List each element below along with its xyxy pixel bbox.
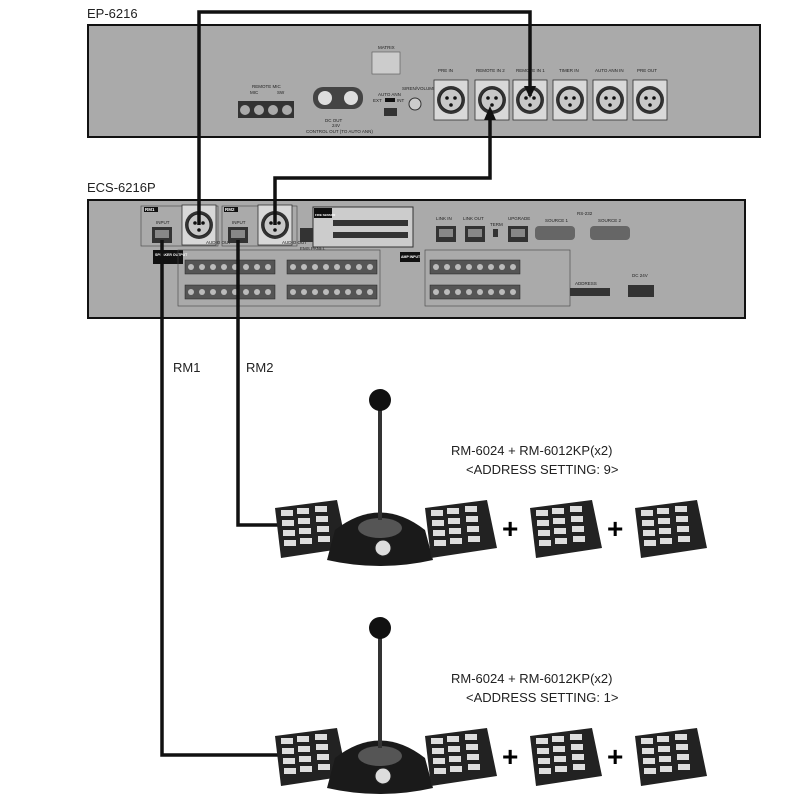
- ep-port-0: PRE IN: [433, 68, 469, 121]
- plus-sign: +: [607, 741, 623, 772]
- label: MIC: [250, 90, 259, 95]
- dc-out-rca-jacks[interactable]: [313, 87, 363, 109]
- station-address-9: RM-6024 + RM-6012KP(x2) <ADDRESS SETTING…: [275, 389, 707, 566]
- plus-sign: +: [502, 513, 518, 544]
- expansion-keypad: [635, 728, 707, 786]
- label: UPGRADE: [508, 216, 530, 221]
- expansion-keypad: [635, 500, 707, 558]
- auto-ann-switch[interactable]: [385, 98, 395, 102]
- station-model: RM-6024 + RM-6012KP(x2): [451, 443, 612, 458]
- ep-port-4: AUTO ANN IN: [592, 68, 628, 121]
- source1-db9[interactable]: [535, 226, 575, 240]
- label: 24V: [332, 123, 340, 128]
- label: AUDIO OUT: [282, 240, 307, 245]
- label: AUTO ANN: [378, 92, 401, 97]
- label: AMP INPUT: [401, 255, 421, 259]
- ep-port-3: TIMER IN: [552, 68, 588, 121]
- upgrade-rj45[interactable]: [508, 226, 528, 242]
- station-address: <ADDRESS SETTING: 9>: [466, 462, 618, 477]
- control-out-label: CONTROL OUT (TO AUTO ANN): [306, 129, 373, 134]
- matrix-label: MATRIX: [378, 45, 395, 50]
- ep-6216-title: EP-6216: [87, 6, 138, 21]
- switch-block[interactable]: [384, 108, 397, 116]
- ep-port-1: REMOTE IN 2: [474, 68, 510, 121]
- label: SIREN/VOLUME: [402, 86, 436, 91]
- dc-24v-terminal[interactable]: [628, 285, 654, 297]
- label: ADDRESS: [575, 281, 597, 286]
- plus-sign: +: [607, 513, 623, 544]
- label: EMS PANEL: [300, 246, 326, 251]
- label: REMOTE IN 2: [476, 68, 505, 73]
- cable-rm1-audio-to-remote-in-1: [197, 10, 532, 225]
- label: LINK OUT: [463, 216, 484, 221]
- label: INPUT: [232, 220, 246, 225]
- label: FIRE SENSOR: [315, 213, 336, 217]
- label: SOURCE 1: [545, 218, 569, 223]
- cable-rm2-to-station-9: [236, 240, 282, 527]
- expansion-keypad: [530, 728, 602, 786]
- station-model: RM-6024 + RM-6012KP(x2): [451, 671, 612, 686]
- label: PRE IN: [438, 68, 453, 73]
- remote-mic-label: REMOTE MIC: [252, 84, 281, 89]
- label: AUTO ANN IN: [595, 68, 624, 73]
- label: SOURCE 2: [598, 218, 622, 223]
- label: TIMER IN: [559, 68, 579, 73]
- address-dip-switch[interactable]: [570, 288, 610, 296]
- ecs-6216p-rear-panel: RM1 INPUT AUDIO OUT RM2 INPUT AUDIO OUT …: [87, 199, 746, 319]
- ecs-6216p-title: ECS-6216P: [87, 180, 156, 195]
- cable-rm1-to-station-1: [160, 240, 282, 757]
- label: DC OUT: [325, 118, 342, 123]
- link-in-rj45[interactable]: [436, 226, 456, 242]
- label: AUDIO OUT: [206, 240, 231, 245]
- matrix-connector: [371, 51, 401, 75]
- label: RS-232: [577, 211, 593, 216]
- label: SPEAKER OUTPUT: [155, 253, 188, 257]
- station-address: <ADDRESS SETTING: 1>: [466, 690, 618, 705]
- label: INPUT: [156, 220, 170, 225]
- label: LINK IN: [436, 216, 452, 221]
- source2-db9[interactable]: [590, 226, 630, 240]
- label: PRE OUT: [637, 68, 657, 73]
- label: EXT: [373, 98, 382, 103]
- station-address-1: RM-6024 + RM-6012KP(x2) <ADDRESS SETTING…: [275, 617, 707, 794]
- ep-port-5: PRE OUT: [632, 68, 668, 121]
- label: RM1: [145, 207, 155, 212]
- link-out-rj45[interactable]: [465, 226, 485, 242]
- remote-mic-terminal[interactable]: [238, 101, 294, 118]
- label: TERM: [490, 222, 503, 227]
- siren-volume-knob[interactable]: [408, 97, 422, 111]
- remote-mic-console: [275, 389, 497, 566]
- label: SW: [277, 90, 285, 95]
- rm2-cable-label: RM2: [246, 360, 273, 375]
- label: INT: [397, 98, 405, 103]
- expansion-keypad: [530, 500, 602, 558]
- label: RM2: [225, 207, 235, 212]
- remote-mic-console: [275, 617, 497, 794]
- cable-rm2-audio-to-remote-in-2: [273, 110, 492, 225]
- label: DC 24V: [632, 273, 648, 278]
- plus-sign: +: [502, 741, 518, 772]
- rm1-cable-label: RM1: [173, 360, 200, 375]
